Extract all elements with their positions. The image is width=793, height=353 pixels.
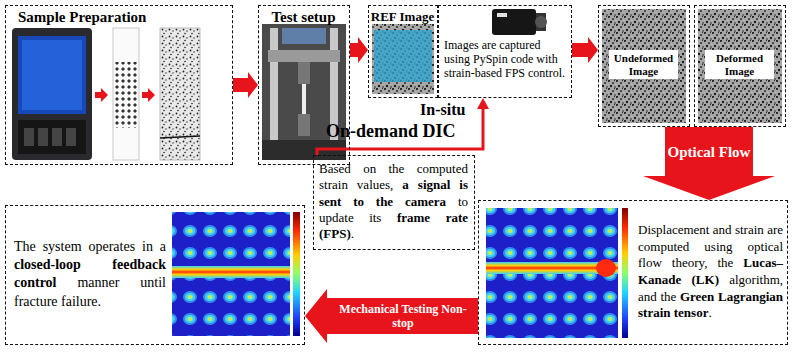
small-arrow: [142, 88, 155, 102]
speckle-image: [602, 9, 686, 123]
speckle-image: [698, 9, 782, 123]
edge-label: Mechanical Testing Non-stop: [333, 302, 473, 331]
flow-arrow: [350, 37, 368, 63]
annotation-label: On-demand DIC: [326, 121, 456, 142]
node-text: Deformed Image: [705, 50, 774, 79]
bold-run: closed-loop feedback control: [14, 257, 166, 290]
specimen-strip: [113, 28, 139, 160]
panel-box: REF Image: [368, 5, 438, 98]
annotation-label: In-situ: [420, 101, 465, 119]
bold-run: Lucas–Kanade (LK): [638, 255, 783, 287]
small-arrow: [95, 88, 108, 102]
printer-photo: [12, 28, 92, 160]
bold-run: Green Lagrangian strain tensor: [638, 289, 783, 321]
flow-arrow: [305, 289, 478, 343]
node-text: Test setup: [262, 9, 345, 26]
flow-arrow: [643, 127, 775, 200]
process-box: Displacement and strain are computed usi…: [478, 200, 788, 345]
bold-run: a signal is sent to the camera: [319, 177, 468, 208]
process-box: Images are captured using PySpin code wi…: [438, 5, 572, 98]
node-text: Images are captured using PySpin code wi…: [444, 39, 568, 80]
process-box: The system operates in a closed-loop fee…: [5, 205, 305, 345]
node-text: Displacement and strain are computed usi…: [638, 222, 783, 322]
node-text: Based on the computed strain values, a s…: [319, 161, 468, 242]
node-text: The system operates in a closed-loop fee…: [14, 238, 166, 311]
image-box: Deformed Image: [694, 5, 786, 127]
edge-label: Optical Flow: [667, 143, 751, 161]
flow-arrow: [572, 37, 598, 63]
speckle-specimen: [160, 28, 200, 160]
reference-image: [372, 24, 434, 94]
strain-heatmap: [486, 208, 628, 338]
flow-arrow: [233, 72, 258, 98]
node-text: Undeformed Image: [609, 50, 678, 79]
process-box: Based on the computed strain values, a s…: [313, 155, 475, 250]
strain-heatmap: [172, 212, 300, 336]
node-text: REF Image: [370, 9, 435, 25]
node-text: Sample Preparation: [18, 9, 208, 26]
camera-icon: [492, 9, 547, 35]
bold-run: frame rate (FPS): [319, 210, 468, 241]
panel-box: Sample Preparation: [5, 5, 233, 165]
image-box: Undeformed Image: [598, 5, 690, 127]
